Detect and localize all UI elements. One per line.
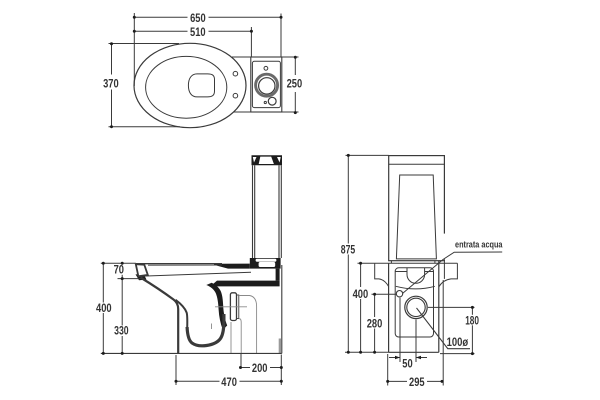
svg-text:100ø: 100ø <box>447 335 469 349</box>
svg-text:250: 250 <box>287 77 303 91</box>
svg-text:370: 370 <box>103 77 119 91</box>
svg-text:650: 650 <box>190 11 206 25</box>
svg-text:50: 50 <box>402 357 413 371</box>
svg-text:400: 400 <box>353 287 369 301</box>
svg-text:470: 470 <box>221 375 237 389</box>
svg-text:875: 875 <box>341 242 356 256</box>
svg-text:280: 280 <box>367 316 383 330</box>
svg-text:70: 70 <box>114 263 125 277</box>
svg-text:entrata acqua: entrata acqua <box>455 240 503 250</box>
svg-text:400: 400 <box>96 301 112 315</box>
svg-text:330: 330 <box>114 324 129 338</box>
svg-text:295: 295 <box>409 375 425 389</box>
svg-text:510: 510 <box>190 25 206 39</box>
svg-text:200: 200 <box>252 361 268 375</box>
svg-text:180: 180 <box>465 313 479 327</box>
